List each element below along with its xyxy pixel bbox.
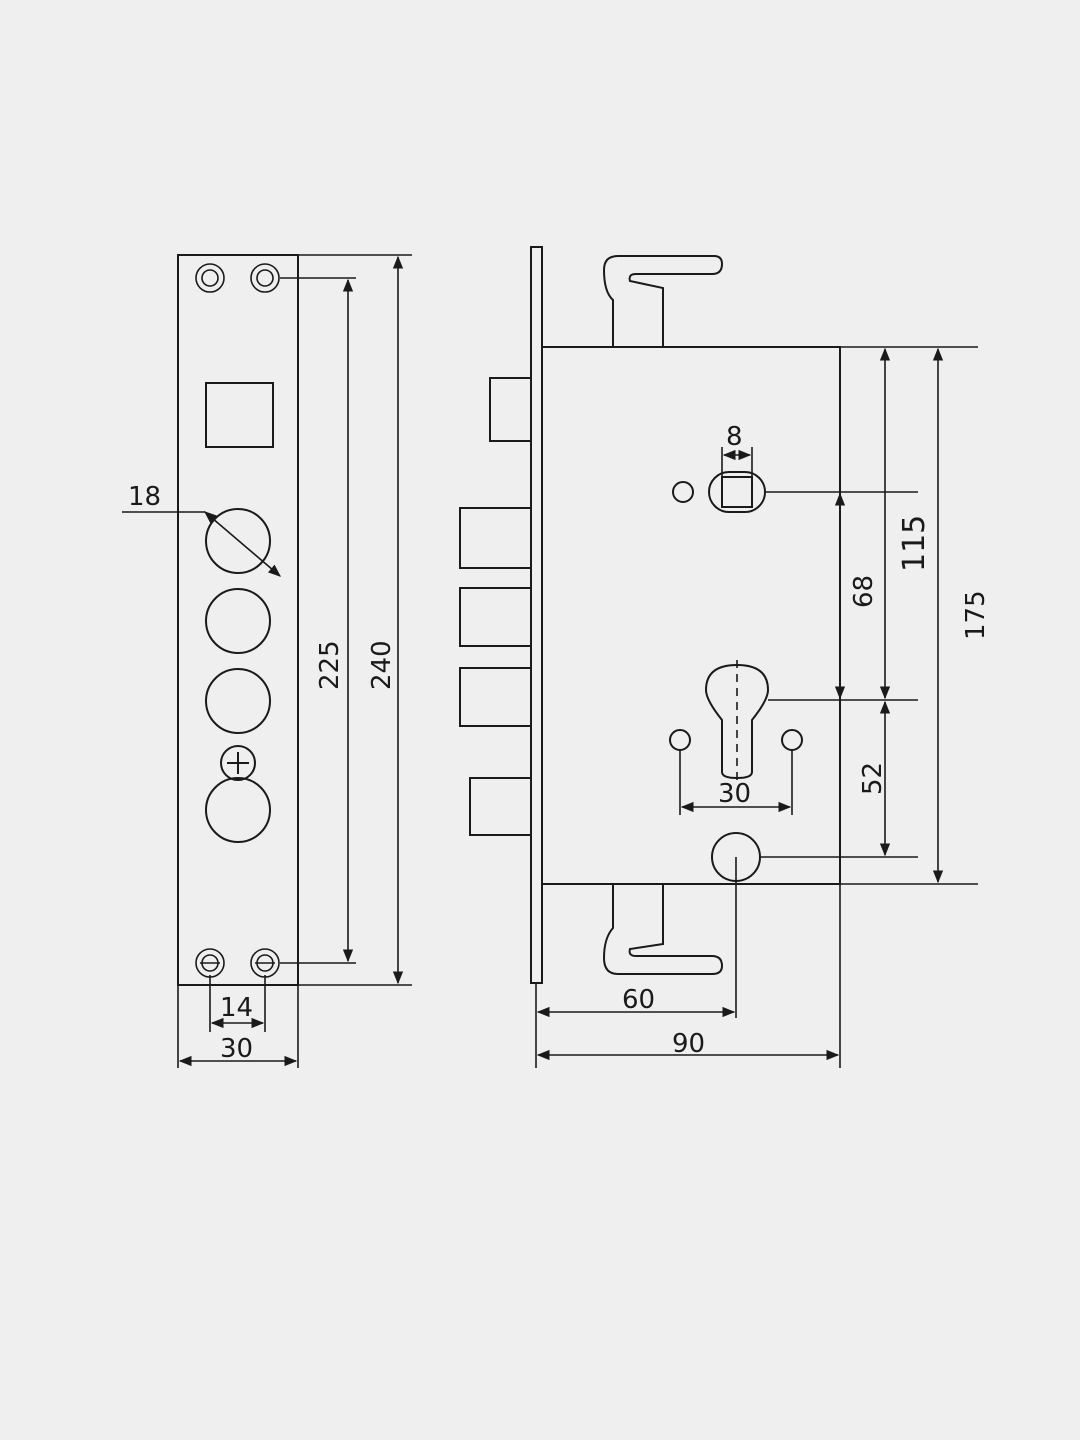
dim-90-label: 90: [672, 1029, 705, 1059]
bottom-screw-holes: [195, 948, 280, 978]
dim-8-label: 8: [726, 422, 743, 452]
bolts: [459, 377, 532, 836]
square-opening: [205, 382, 274, 448]
dim-52: 52: [858, 700, 891, 857]
dim-240-label: 240: [367, 640, 397, 690]
dim-18: 18: [122, 482, 281, 577]
top-screw-holes: [195, 263, 280, 293]
dim-68-label: 68: [849, 575, 879, 608]
top-hook-bolt: [602, 255, 724, 347]
dim-115: 115: [879, 347, 932, 700]
strike-plate-outline: [177, 254, 299, 986]
lock-case: [541, 346, 841, 885]
dim-240: 240: [298, 254, 412, 986]
dim-60: 60: [535, 857, 737, 1068]
dim-52-label: 52: [858, 762, 888, 795]
dim-14: 14: [209, 975, 266, 1032]
dim-225-label: 225: [315, 640, 345, 690]
dim-14-label: 14: [220, 993, 253, 1023]
dim-18-label: 18: [128, 482, 161, 512]
dim-30-strike-label: 30: [220, 1034, 253, 1064]
dim-8: 8: [721, 422, 753, 477]
dim-60-label: 60: [622, 985, 655, 1015]
lock-body: 8 30 68 115: [459, 246, 991, 1068]
dim-30-strike: 30: [177, 985, 299, 1068]
dim-30-cylinder: 30: [679, 750, 793, 815]
dim-225: 225: [280, 277, 356, 964]
dim-175: 175: [932, 347, 991, 884]
faceplate: [530, 246, 543, 984]
dim-175-label: 175: [961, 590, 991, 640]
cross-screw-icon: [220, 745, 256, 781]
dim-90: 90: [536, 884, 841, 1068]
dim-115-label: 115: [897, 515, 932, 572]
bottom-hook-bolt: [602, 884, 724, 975]
dim-30-cylinder-label: 30: [718, 779, 751, 809]
strike-plate: 18 225 240 14 30: [122, 254, 412, 1068]
dim-68: 68: [834, 492, 879, 700]
